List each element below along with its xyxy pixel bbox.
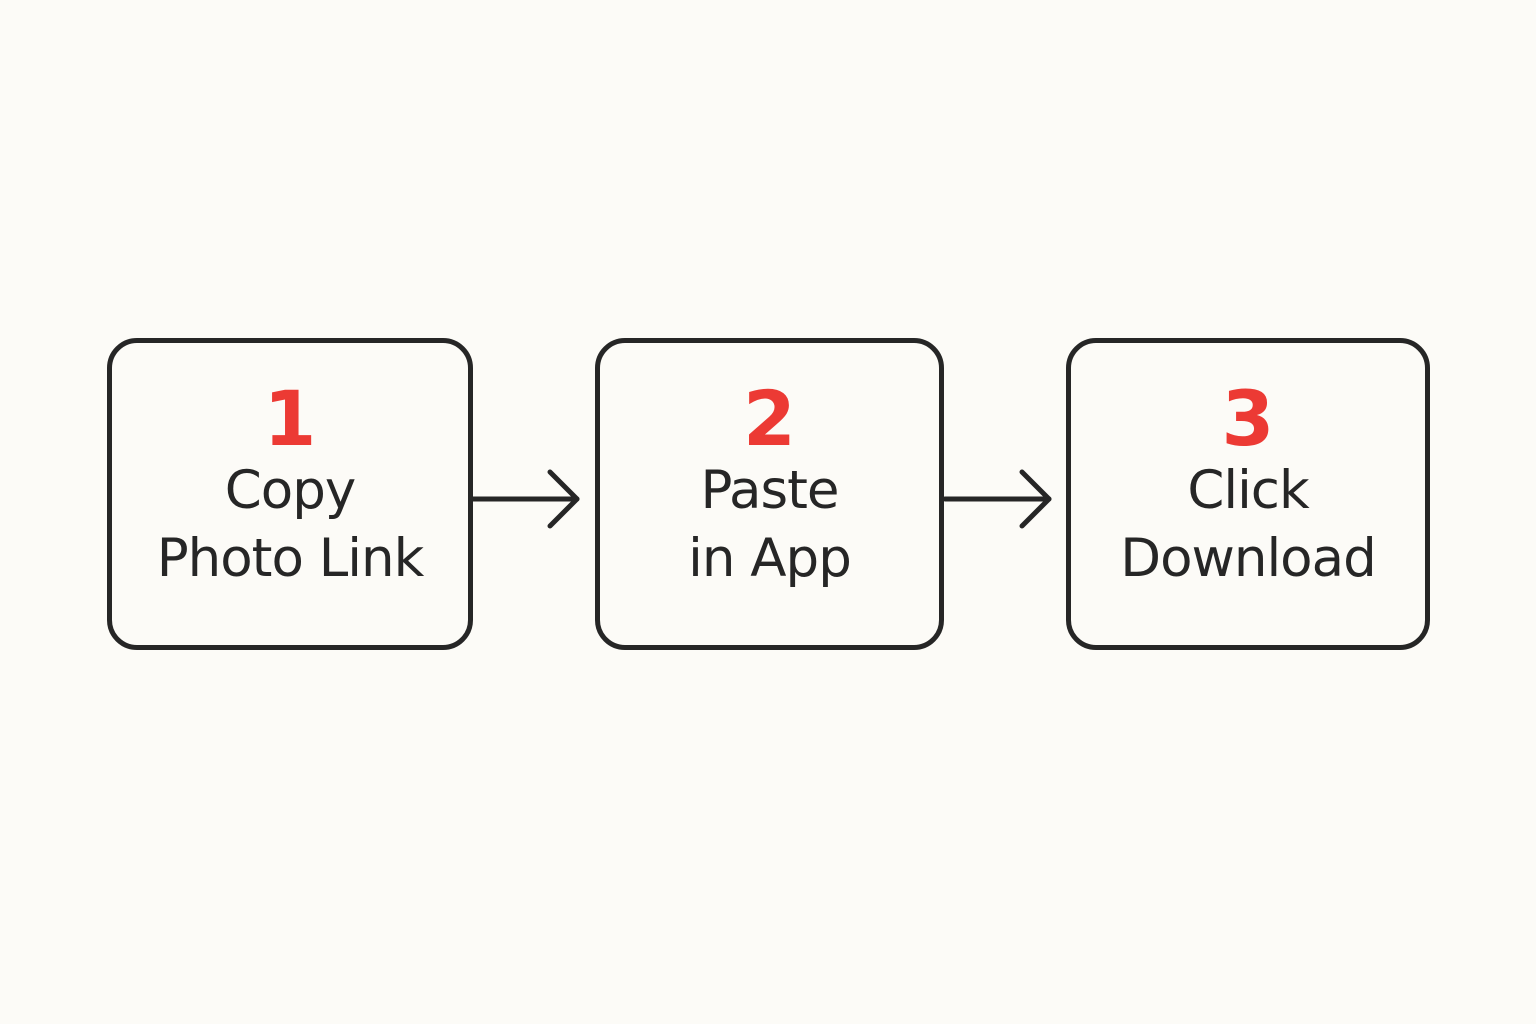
step-3-number: 3 — [1221, 374, 1275, 463]
step-1-label: Copy Photo Link — [156, 460, 425, 589]
step-3-box: 3 Click Download — [1066, 338, 1430, 650]
step-2-label: Paste in App — [688, 460, 852, 589]
step-2-box: 2 Paste in App — [595, 338, 944, 650]
step-1-box: 1 Copy Photo Link — [107, 338, 473, 650]
arrow-right-icon — [470, 469, 580, 529]
step-1-number: 1 — [263, 374, 317, 463]
arrow-right-icon — [942, 469, 1052, 529]
step-3-label: Click Download — [1120, 460, 1376, 589]
step-2-number: 2 — [743, 374, 796, 463]
